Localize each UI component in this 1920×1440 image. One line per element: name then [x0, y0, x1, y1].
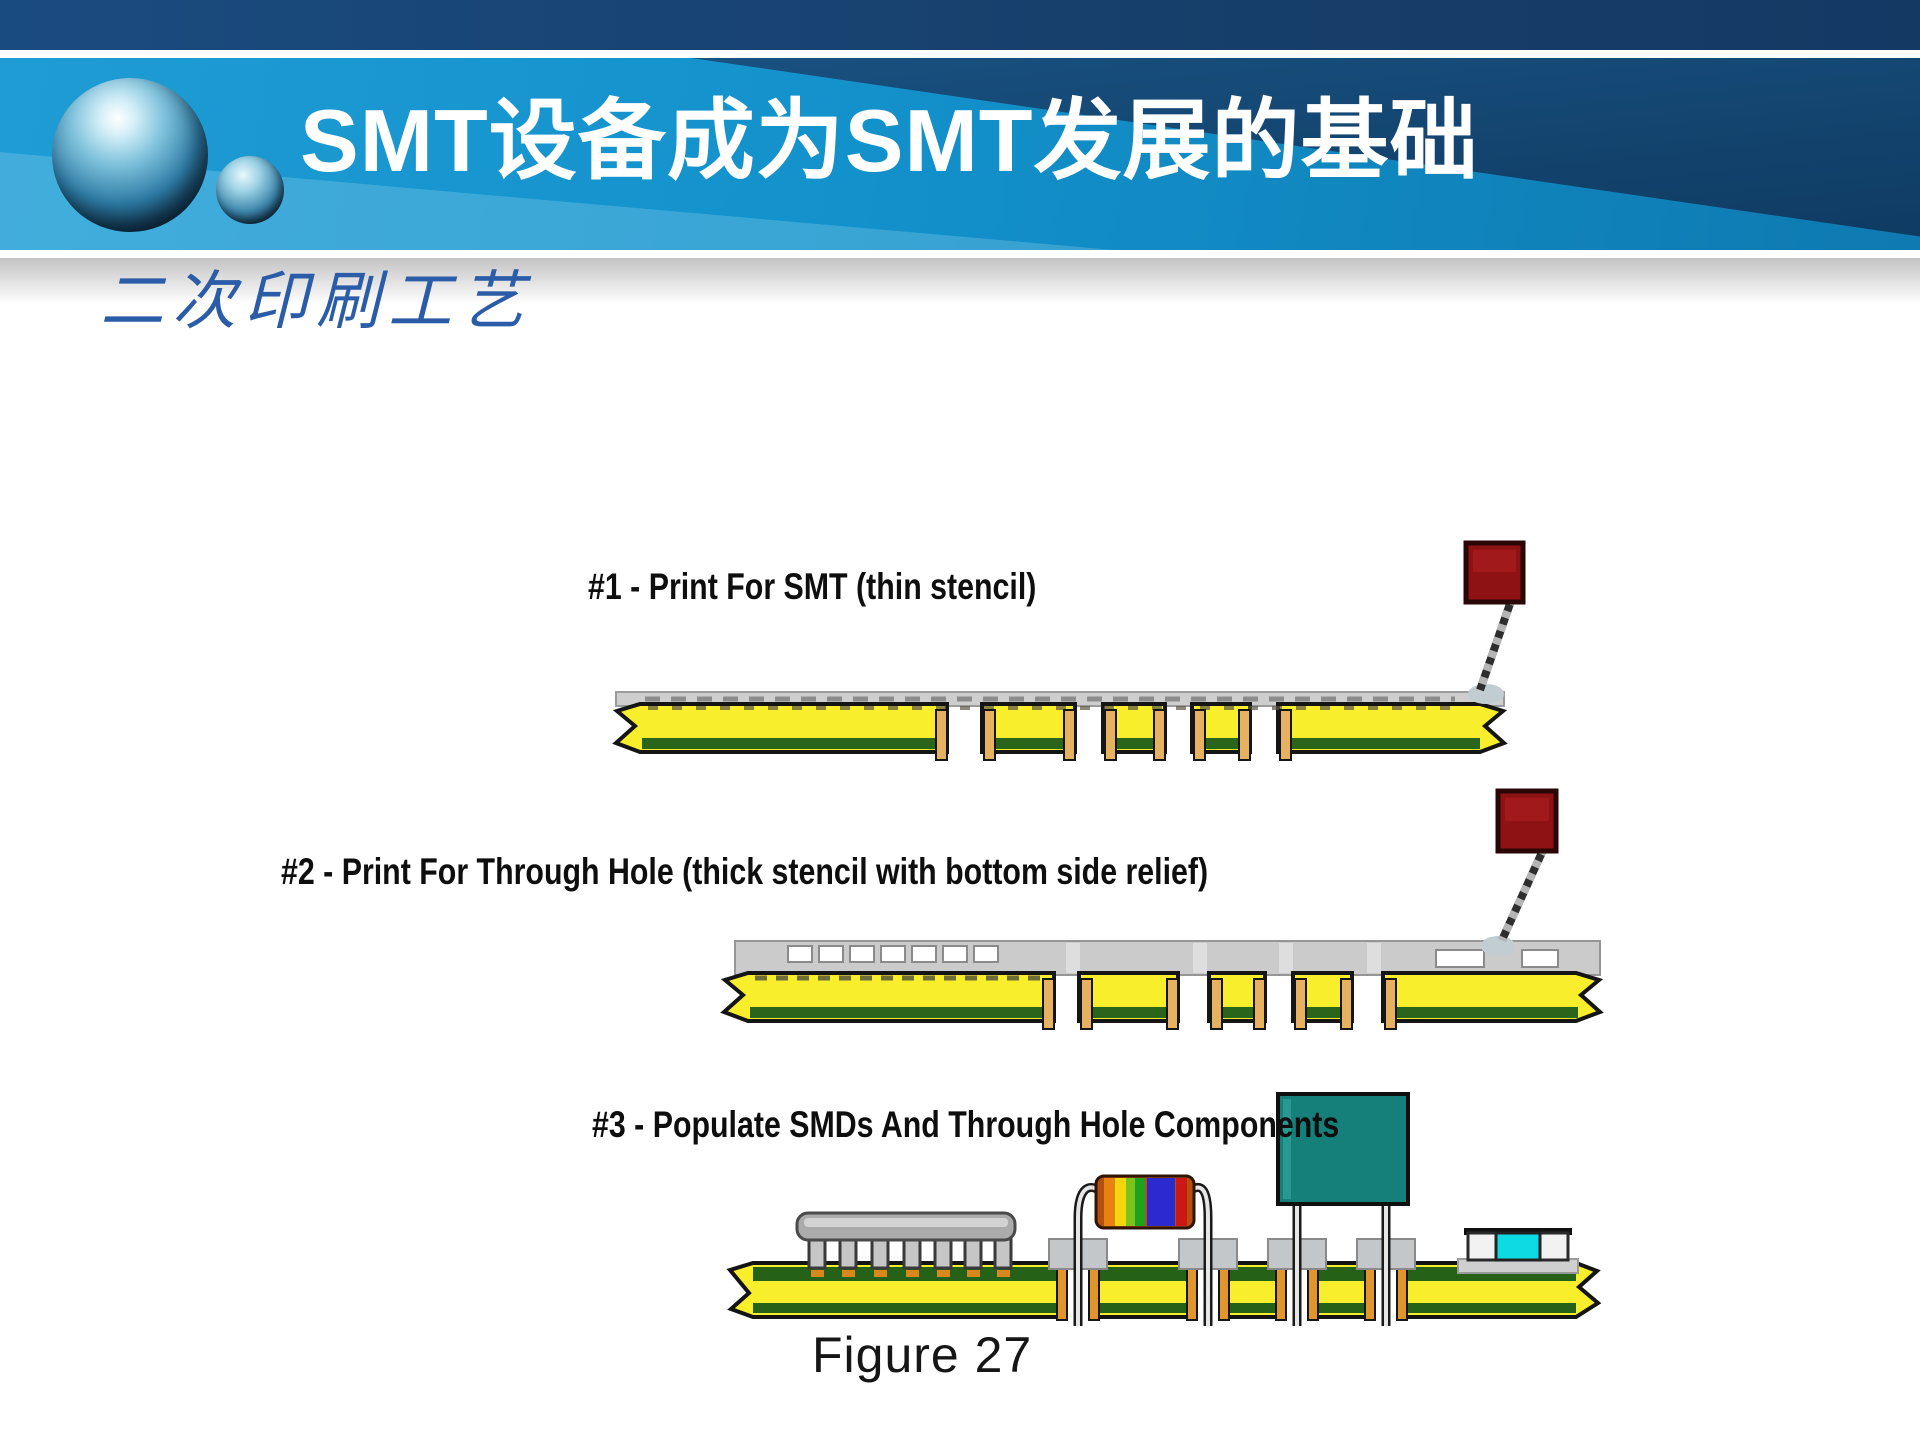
step2-squeegee — [1481, 788, 1559, 956]
step1-squeegee — [1463, 540, 1526, 704]
step3-label: #3 - Populate SMDs And Through Hole Comp… — [592, 1104, 1340, 1145]
header-top-bar — [0, 0, 1920, 50]
page-title: SMT设备成为SMT发展的基础 — [300, 91, 1479, 190]
step1-hole-plating — [935, 709, 1292, 761]
step3-solder-dots — [811, 1270, 1010, 1277]
step2-stencil-apertures — [787, 945, 1559, 968]
step1-diagram — [612, 540, 1526, 761]
step2-stencil — [734, 940, 1601, 976]
slide-subtitle: 二次印刷工艺 — [100, 265, 532, 339]
logo-sphere-small-icon — [216, 156, 284, 224]
step2-hole-plating — [1042, 978, 1397, 1030]
step2-label: #2 - Print For Through Hole (thick stenc… — [281, 851, 1209, 892]
header-band — [0, 58, 1920, 250]
step1-label: #1 - Print For SMT (thin stencil) — [588, 566, 1037, 607]
logo-sphere-large-icon — [52, 78, 208, 232]
step3-resistor — [1073, 1174, 1213, 1326]
step3-sip-connector — [795, 1211, 1017, 1270]
figure-caption: Figure 27 — [812, 1327, 1033, 1383]
step3-diagram — [726, 1092, 1602, 1326]
step3-pcb — [726, 1259, 1602, 1321]
step3-capacitor — [1276, 1092, 1410, 1326]
step3-smd-chip — [1457, 1228, 1579, 1274]
step1-pcb — [612, 702, 1508, 761]
step2-pcb — [720, 971, 1604, 1030]
step3-paste-deposits — [1048, 1238, 1416, 1270]
header-shadow-divider — [0, 258, 1920, 304]
step2-diagram — [720, 788, 1604, 1030]
